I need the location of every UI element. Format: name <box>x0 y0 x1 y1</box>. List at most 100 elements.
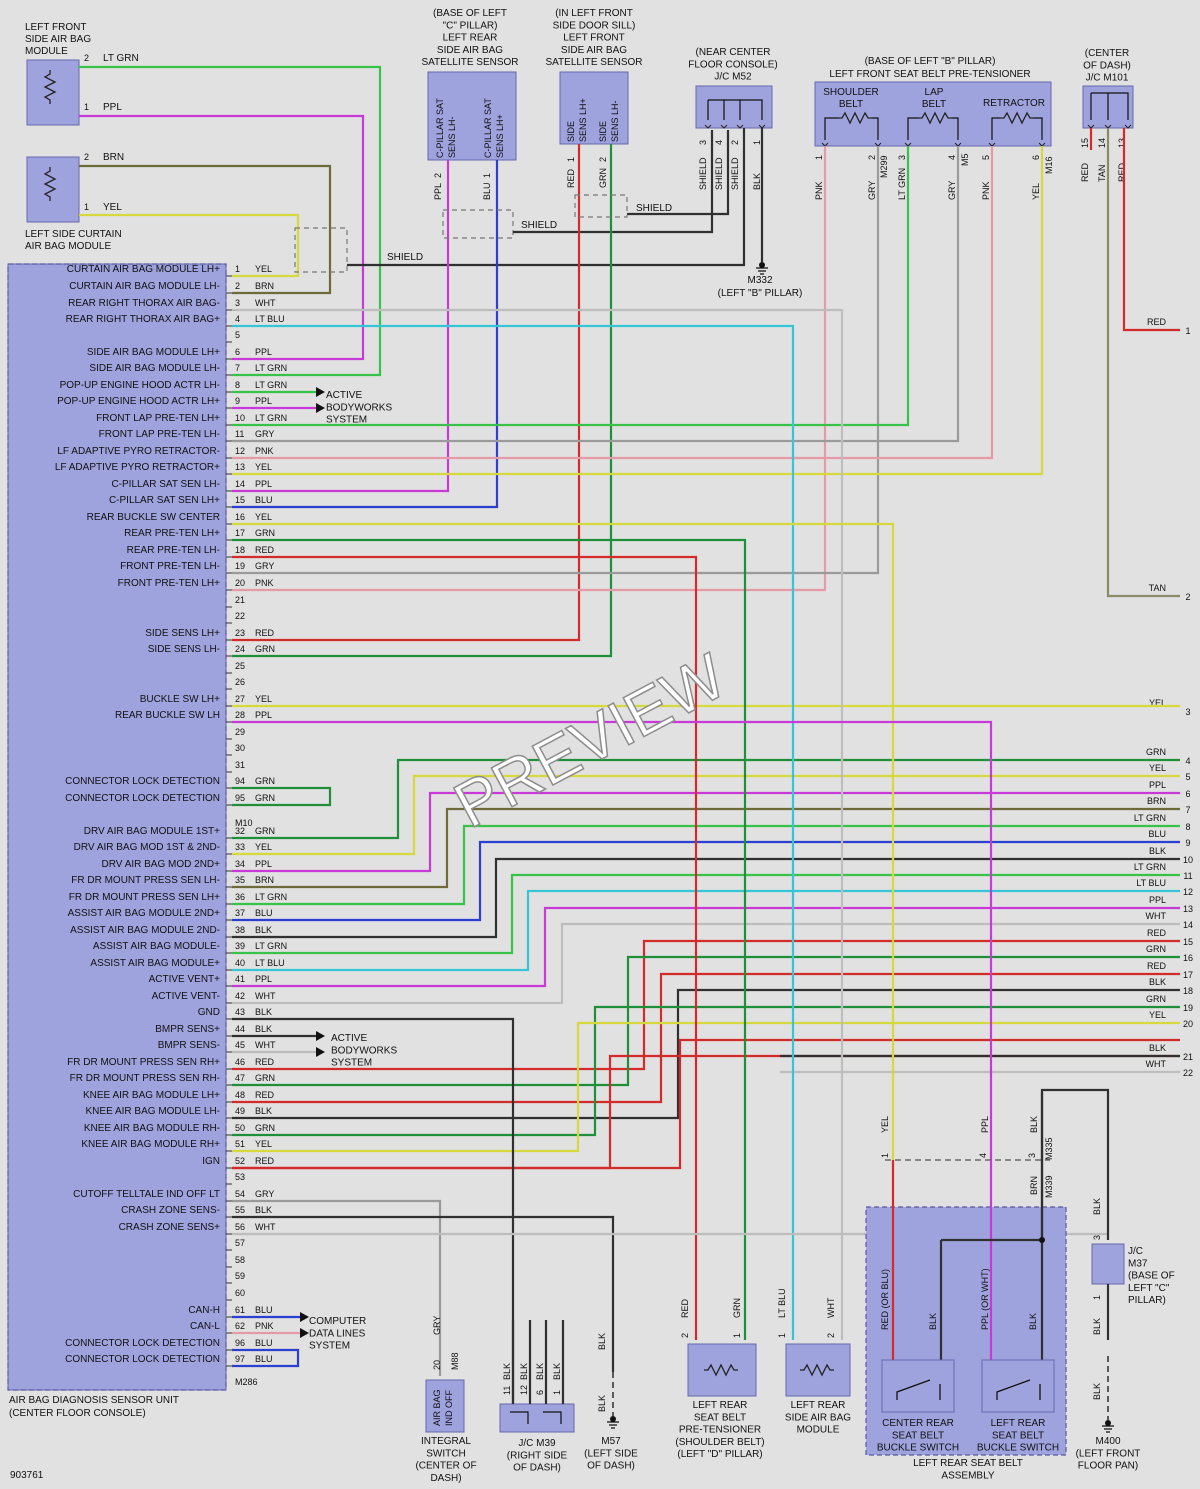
pin-number: 1 <box>566 157 576 162</box>
pin-number: 6 <box>1031 155 1041 160</box>
data-lines-label: SYSTEM <box>309 1341 350 1352</box>
acm-wire-color: BLU <box>255 1354 273 1364</box>
pretensioner-title: LEFT FRONT SEAT BELT PRE-TENSIONER <box>829 69 1030 80</box>
acm-pin-function: DRV AIR BAG MOD 1ST & 2ND- <box>74 842 220 853</box>
acm-pin-function: CONNECTOR LOCK DETECTION <box>65 1338 220 1349</box>
acm-pin-function: BUCKLE SW LH+ <box>140 694 220 705</box>
lr-pretensioner-title: LEFT REAR <box>693 1400 748 1411</box>
acm-pin-function: REAR RIGHT THORAX AIR BAG+ <box>66 314 221 325</box>
lr-pretensioner-title: (SHOULDER BELT) <box>675 1437 764 1448</box>
pin-number: 6 <box>535 1390 545 1395</box>
acm-wire-color: PPL <box>255 974 272 984</box>
wire-red-right-1 <box>1122 128 1180 332</box>
bodyworks-arrow-icon <box>316 387 325 397</box>
acm-pin-number: 58 <box>235 1255 245 1265</box>
acm-pin-number: 16 <box>235 512 245 522</box>
acm-wire-color: LT GRN <box>255 363 287 373</box>
ground-m57-icon <box>607 1421 619 1429</box>
acm-wire-color: PNK <box>255 578 274 588</box>
acm-wire-color: GRN <box>255 1073 275 1083</box>
shield-label: SHIELD <box>636 203 672 214</box>
switch-contact-icon <box>896 1379 941 1400</box>
right-edge-ref: 4 <box>1185 756 1190 766</box>
acm-pin-number: 13 <box>235 462 245 472</box>
wire-yel-16 <box>232 522 895 1160</box>
pin-number: 1 <box>777 1333 787 1338</box>
wire-ppl-34 <box>232 791 1180 873</box>
acm-wire-color: BLU <box>255 1305 273 1315</box>
wire-color: BLK <box>597 1395 607 1412</box>
wire-color: RED (OR BLU) <box>880 1269 890 1330</box>
integral-switch-title: INTEGRAL <box>421 1436 471 1447</box>
integral-switch-title: DASH) <box>430 1473 461 1484</box>
acm-pin-number: 35 <box>235 875 245 885</box>
acm-pin-number: 31 <box>235 760 245 770</box>
c-pillar-sensor-title: LEFT REAR <box>443 33 498 44</box>
acm-wire-color: BLU <box>255 1338 273 1348</box>
pin-number: 12 <box>519 1385 529 1395</box>
bodyworks-label: SYSTEM <box>331 1058 372 1069</box>
acm-pin-number: 12 <box>235 446 245 456</box>
jc-bus-bar <box>1090 92 1129 120</box>
door-sill-sensor-title: SATELLITE SENSOR <box>545 57 642 68</box>
jc-m37-title: LEFT "C" <box>1128 1283 1170 1294</box>
bodyworks-label: BODYWORKS <box>326 402 392 413</box>
acm-wire-color: YEL <box>255 1139 272 1149</box>
pin-number: 14 <box>1097 138 1107 148</box>
acm-wire-color: WHT <box>255 1222 276 1232</box>
acm-pin-number: 39 <box>235 941 245 951</box>
wire-color: BRN <box>103 152 124 163</box>
acm-pin-number: 21 <box>235 595 245 605</box>
pin-number: 1 <box>814 155 824 160</box>
right-edge-ref: 14 <box>1183 920 1193 930</box>
acm-pin-number: 17 <box>235 528 245 538</box>
acm-wire-color: PNK <box>255 1321 274 1331</box>
connector-label: M88 <box>450 1352 460 1370</box>
wire-color: BLK <box>1092 1318 1102 1335</box>
wire-color: BRN <box>1029 1176 1039 1195</box>
acm-pin-number: 8 <box>235 380 240 390</box>
wire-blu-loop <box>232 1348 300 1368</box>
acm-pin-function: CRASH ZONE SENS- <box>121 1205 220 1216</box>
junction-connector-m52 <box>695 85 773 129</box>
pin-number: 1 <box>482 173 492 178</box>
wire-color: GRY <box>947 181 957 200</box>
wire-lt-blu-4 <box>232 324 795 1340</box>
c-pillar-sensor-title: SATELLITE SENSOR <box>421 57 518 68</box>
right-edge-wire-color: RED <box>1147 961 1167 971</box>
right-edge-wire-color: BRN <box>1147 796 1166 806</box>
acm-pin-number: 38 <box>235 925 245 935</box>
jc-m52-title: FLOOR CONSOLE) <box>688 59 777 70</box>
left-buckle-title: SEAT BELT <box>992 1430 1044 1441</box>
wire-wht-3 <box>232 308 844 1340</box>
wire-ppl-14 <box>232 160 450 493</box>
wire-color: GRY <box>867 181 877 200</box>
acm-pin-function: LF ADAPTIVE PYRO RETRACTOR- <box>57 446 220 457</box>
acm-pin-function: GND <box>198 1007 220 1018</box>
acm-pin-function: FR DR MOUNT PRESS SEN RH- <box>70 1073 220 1084</box>
acm-pin-number: 28 <box>235 710 245 720</box>
acm-pin-number: 47 <box>235 1073 245 1083</box>
acm-pin-function: FR DR MOUNT PRESS SEN LH+ <box>69 892 220 903</box>
acm-pin-number: 14 <box>235 479 245 489</box>
wire-yel-1 <box>79 213 300 278</box>
pin-number: 1 <box>752 140 762 145</box>
acm-pin-number: 32 <box>235 826 245 836</box>
acm-pin-number: 94 <box>235 776 245 786</box>
connector-label: M335 <box>1044 1137 1054 1160</box>
right-edge-ref: 11 <box>1183 871 1192 881</box>
acm-wire-color: YEL <box>255 462 272 472</box>
wire-color: GRN <box>732 1298 742 1318</box>
right-edge-ref: 2 <box>1185 592 1190 602</box>
acm-pin-number: 1 <box>235 264 240 274</box>
wire-lt-blu-40 <box>232 889 1180 972</box>
right-edge-wire-color: GRN <box>1146 944 1166 954</box>
data-lines-label: DATA LINES <box>309 1328 366 1339</box>
airbag-squib-icon <box>43 70 57 104</box>
acm-pin-number: 33 <box>235 842 245 852</box>
wire-grn-47 <box>232 955 1180 1087</box>
buckle-assembly-box <box>865 1206 1067 1456</box>
wire-color: SHIELD <box>714 157 724 190</box>
inner-lead <box>991 117 1000 140</box>
